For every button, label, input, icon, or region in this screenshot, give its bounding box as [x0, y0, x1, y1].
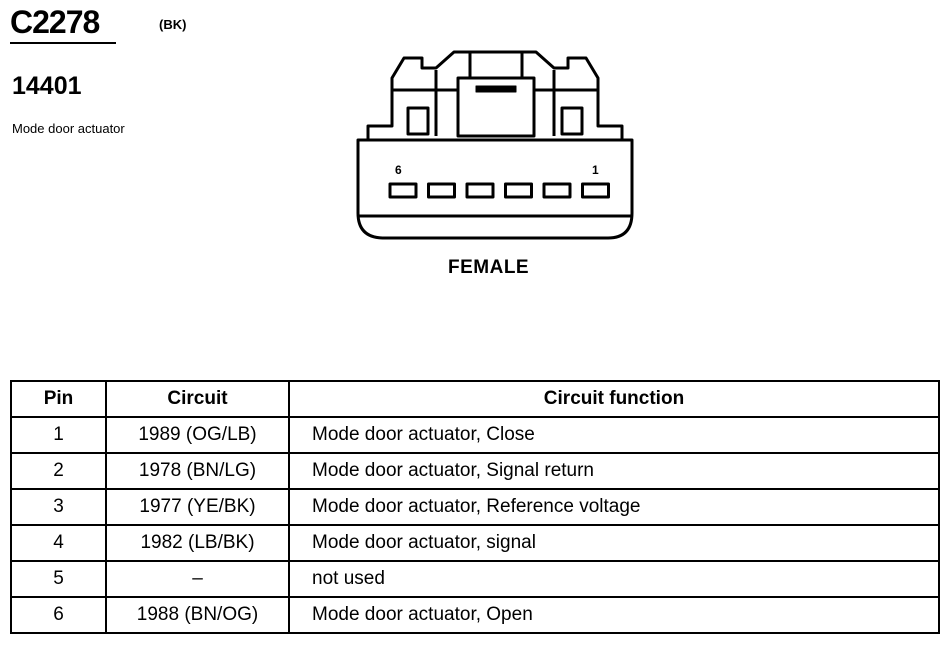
table-row: 2 1978 (BN/LG) Mode door actuator, Signa…: [10, 452, 940, 490]
table-header-row: Pin Circuit Circuit function: [10, 380, 940, 418]
connector-face: [356, 138, 634, 240]
table-row: 4 1982 (LB/BK) Mode door actuator, signa…: [10, 524, 940, 562]
table-row: 6 1988 (BN/OG) Mode door actuator, Open: [10, 596, 940, 634]
connector-latch: [468, 52, 524, 80]
header-circuit: Circuit: [105, 380, 290, 418]
pin-cavity-2: [542, 182, 572, 199]
component-name: Mode door actuator: [12, 121, 125, 136]
table-row: 5 – not used: [10, 560, 940, 598]
circuit-cell: 1977 (YE/BK): [105, 488, 290, 526]
pin-cell: 6: [10, 596, 107, 634]
pin-cell: 1: [10, 416, 107, 454]
connector-gender-label: FEMALE: [448, 257, 530, 278]
pinout-table: Pin Circuit Circuit function 1 1989 (OG/…: [10, 380, 940, 634]
pin-cell: 3: [10, 488, 107, 526]
pin-cell: 5: [10, 560, 107, 598]
function-cell: Mode door actuator, Signal return: [288, 452, 940, 490]
pin-cavity-6: [388, 182, 418, 199]
circuit-cell: 1978 (BN/LG): [105, 452, 290, 490]
table-row: 3 1977 (YE/BK) Mode door actuator, Refer…: [10, 488, 940, 526]
connector-face-diagram: [356, 50, 634, 240]
circuit-cell: 1989 (OG/LB): [105, 416, 290, 454]
pin-cavities: [388, 182, 610, 199]
connector-color-code: (BK): [159, 17, 187, 32]
function-cell: Mode door actuator, signal: [288, 524, 940, 562]
connector-id-underline: [10, 42, 116, 44]
pin-cavity-4: [465, 182, 495, 199]
connector-right-window: [560, 106, 584, 136]
connector-housing-outline: [366, 50, 624, 140]
pin-cavity-1: [581, 182, 610, 199]
circuit-cell: –: [105, 560, 290, 598]
header-pin: Pin: [10, 380, 107, 418]
function-cell: not used: [288, 560, 940, 598]
pin-label-1: 1: [592, 163, 599, 177]
pin-label-6: 6: [395, 163, 402, 177]
table-row: 1 1989 (OG/LB) Mode door actuator, Close: [10, 416, 940, 454]
function-cell: Mode door actuator, Reference voltage: [288, 488, 940, 526]
header-circuit-function: Circuit function: [288, 380, 940, 418]
function-cell: Mode door actuator, Close: [288, 416, 940, 454]
function-cell: Mode door actuator, Open: [288, 596, 940, 634]
connector-left-window: [406, 106, 430, 136]
circuit-cell: 1982 (LB/BK): [105, 524, 290, 562]
connector-id: C2278: [10, 4, 100, 40]
pin-cell: 2: [10, 452, 107, 490]
pin-cavity-5: [427, 182, 456, 199]
part-number: 14401: [12, 72, 82, 100]
circuit-cell: 1988 (BN/OG): [105, 596, 290, 634]
pin-cell: 4: [10, 524, 107, 562]
pin-cavity-3: [504, 182, 533, 199]
